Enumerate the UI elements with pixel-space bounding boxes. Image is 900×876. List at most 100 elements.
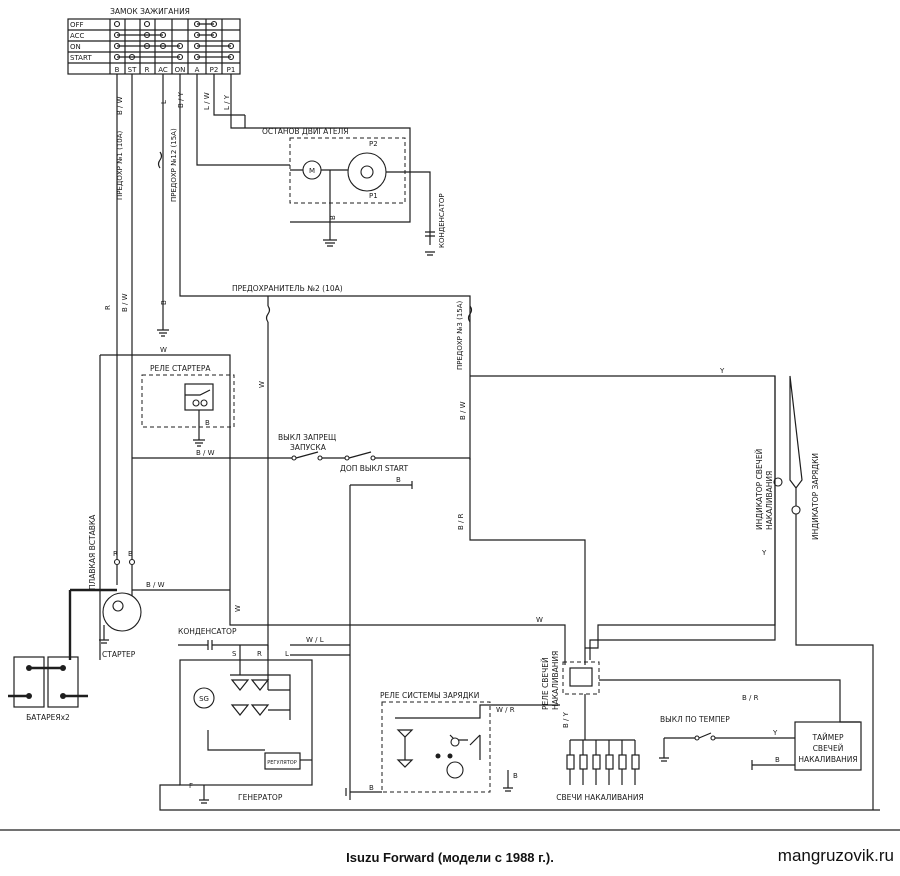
wire-br-1: B / R [457, 513, 465, 530]
wire-l-1: L [160, 100, 168, 104]
wire-lw-1: L / W [203, 92, 211, 110]
fuse-3-label: ПРЕДОХР №3 (15A) [456, 300, 464, 370]
charge-indicator-label: ИНДИКАТОР ЗАРЯДКИ [811, 453, 820, 540]
glow-timer: ВЫКЛ ПО ТЕМПЕР Y ТАЙМЕР СВЕЧЕЙ НАКАЛИВАН… [229, 381, 862, 771]
glow-relay: РЕЛЕ СВЕЧЕЙ НАКАЛИВАНИЯ B / R B / Y СВЕЧ… [541, 651, 860, 802]
term-f: F [189, 782, 193, 790]
terminal-p2: P2 [210, 66, 219, 74]
diagram-caption: Isuzu Forward (модели с 1988 г.). [346, 850, 554, 865]
stop-p2: P2 [369, 140, 378, 148]
switch-output-wires: B / W L B / Y L / W L / Y ПРЕДОХР №1 (10… [104, 74, 471, 560]
terminal-b: B [115, 66, 120, 74]
terminal-on: ON [175, 66, 186, 74]
terminal-ac: AC [158, 66, 168, 74]
fuse-1-label: ПРЕДОХР №1 (10A) [116, 130, 124, 200]
wire-b-6: B [513, 772, 518, 780]
glow-indicator-lamp-icon [773, 477, 783, 487]
wire-wr-1: W / R [496, 706, 515, 714]
generator: КОНДЕНСАТОР S R L SG РЕГУЛЯТОР W / L F Г… [159, 627, 880, 811]
timer-label-2: СВЕЧЕЙ [813, 744, 844, 753]
wire-b-1: B [160, 300, 168, 305]
wire-bw-1: B / W [116, 96, 124, 115]
stop-p1: P1 [369, 192, 378, 200]
battery: БАТАРЕЯх2 [8, 656, 88, 722]
switch-contacts [113, 20, 235, 61]
wire-b-4: B [396, 476, 401, 484]
ignition-switch: ЗАМОК ЗАЖИГАНИЯ OFF ACC ON START B ST R … [67, 7, 241, 75]
glow-indicator-label-2: НАКАЛИВАНИЯ [765, 471, 774, 530]
timer-label-3: НАКАЛИВАНИЯ [798, 755, 857, 764]
wire-by-2: B / Y [562, 711, 570, 728]
switch-row-acc: ACC [70, 32, 85, 40]
wire-b-3: B [205, 419, 210, 427]
wire-ly-1: L / Y [223, 94, 231, 110]
start-inhibit-label-2: ЗАПУСКА [290, 443, 327, 452]
term-s: S [232, 650, 237, 658]
wire-bw-3: B / W [459, 401, 467, 420]
engine-stop-label: ОСТАНОВ ДВИГАТЕЛЯ [262, 127, 348, 136]
start-inhibit: B / W ВЫКЛ ЗАПРЕЩ ЗАПУСКА ДОП ВЫКЛ START… [132, 433, 586, 800]
wire-y-3: Y [772, 729, 778, 737]
wire-b-5: B [128, 550, 133, 558]
condenser-v-label: КОНДЕНСАТОР [438, 193, 446, 248]
terminal-r: R [145, 66, 150, 74]
switch-row-off: OFF [70, 21, 84, 29]
terminal-p1: P1 [227, 66, 236, 74]
glow-plug-row [566, 740, 640, 785]
switch-row-start: START [70, 54, 92, 62]
wire-r-1: R [104, 305, 112, 310]
regulator-label: РЕГУЛЯТОР [267, 760, 297, 766]
battery-label: БАТАРЕЯх2 [26, 713, 70, 722]
charge-indicator-lamp-icon [791, 505, 801, 515]
aux-start-label: ДОП ВЫКЛ START [340, 464, 408, 473]
glow-relay-label-1: РЕЛЕ СВЕЧЕЙ [541, 657, 550, 710]
start-inhibit-label-1: ВЫКЛ ЗАПРЕЩ [278, 433, 336, 442]
wire-w-4: W [258, 381, 266, 388]
starter-motor-icon [102, 592, 142, 632]
fuse-2: ПРЕДОХРАНИТЕЛЬ №2 (10A) [232, 284, 343, 650]
fuse-12-label: ПРЕДОХР №12 (15A) [170, 128, 178, 202]
wire-b-2: B [329, 215, 337, 220]
wire-y-1: Y [719, 367, 725, 375]
starter-label: СТАРТЕР [102, 650, 136, 659]
generator-sg: SG [199, 695, 209, 703]
wire-bw-4: B / W [196, 449, 215, 457]
starter-relay: W РЕЛЕ СТАРТЕРА B [99, 346, 235, 660]
wire-b-7: B [369, 784, 374, 792]
glow-plugs-label: СВЕЧИ НАКАЛИВАНИЯ [556, 793, 643, 802]
wire-w-2: W [536, 616, 543, 624]
terminal-a: A [195, 66, 200, 74]
charge-relay-label: РЕЛЕ СИСТЕМЫ ЗАРЯДКИ [380, 691, 479, 700]
fusible-link-label: ПЛАВКАЯ ВСТАВКА [88, 514, 97, 590]
term-r: R [257, 650, 262, 658]
wire-w-1: W [160, 346, 167, 354]
wire-by-1: B / Y [177, 91, 185, 108]
starter: ПЛАВКАЯ ВСТАВКА R B B / W СТАРТЕР [68, 514, 230, 660]
term-l: L [285, 650, 289, 658]
engine-stop: ОСТАНОВ ДВИГАТЕЛЯ M P2 P1 B КОНДЕНСАТОР [262, 127, 446, 256]
temp-switch-label: ВЫКЛ ПО ТЕМПЕР [660, 715, 730, 724]
wire-w-3: W [234, 605, 242, 612]
timer-label-1: ТАЙМЕР [811, 733, 844, 742]
fuse-2-label: ПРЕДОХРАНИТЕЛЬ №2 (10A) [232, 284, 343, 293]
wire-b-8: B [775, 756, 780, 764]
watermark: mangruzovik.ru [777, 846, 894, 865]
wire-wl-1: W / L [306, 636, 324, 644]
glow-indicator-label-1: ИНДИКАТОР СВЕЧЕЙ [755, 449, 764, 530]
wire-y-2: Y [761, 549, 767, 557]
indicators: ИНДИКАТОР СВЕЧЕЙ НАКАЛИВАНИЯ ИНДИКАТОР З… [589, 375, 874, 810]
starter-relay-label: РЕЛЕ СТАРТЕРА [150, 364, 211, 373]
wire-br-2: B / R [742, 694, 759, 702]
glow-relay-label-2: НАКАЛИВАНИЯ [551, 651, 560, 710]
condenser-h-label: КОНДЕНСАТОР [178, 627, 237, 636]
generator-label: ГЕНЕРАТОР [238, 793, 283, 802]
charge-relay: РЕЛЕ СИСТЕМЫ ЗАРЯДКИ W / R B B [345, 691, 560, 796]
switch-row-on: ON [70, 43, 81, 51]
wire-bw-5: B / W [146, 581, 165, 589]
generator-sg-icon [193, 687, 215, 709]
wire-bw-2: B / W [121, 293, 129, 312]
motor-m: M [309, 167, 315, 175]
ignition-switch-title: ЗАМОК ЗАЖИГАНИЯ [110, 7, 190, 16]
fuse-3: ПРЕДОХР №3 (15A) Y B / W [456, 300, 776, 649]
